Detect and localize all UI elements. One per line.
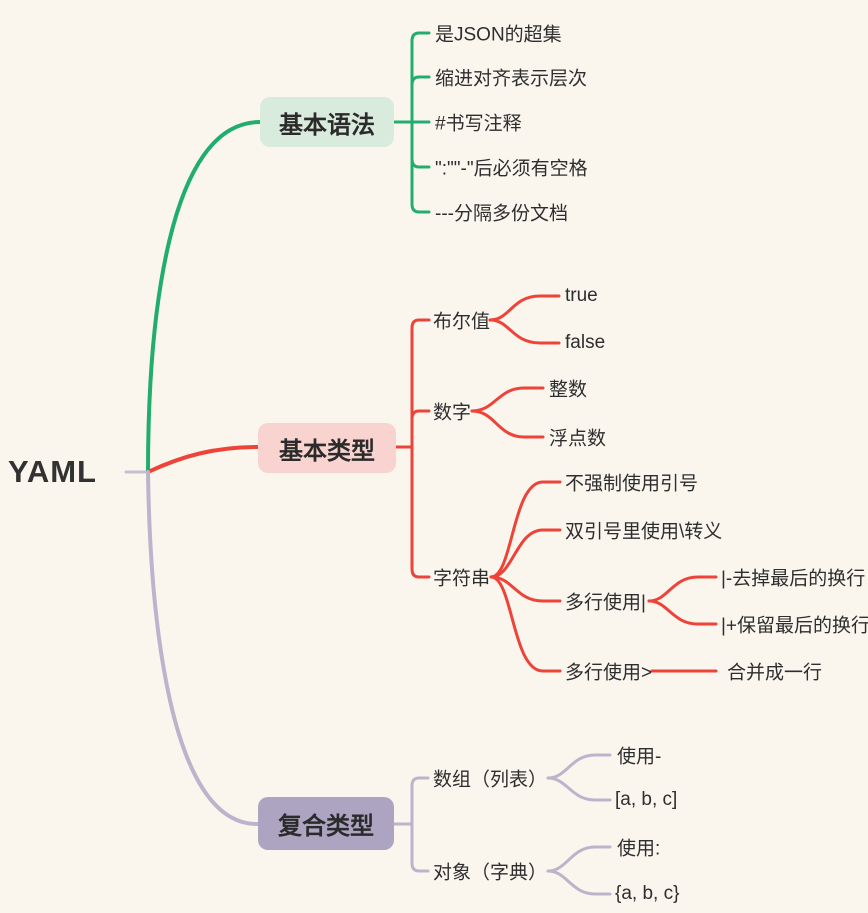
basic-syntax-connectors xyxy=(146,31,431,474)
topic-comments[interactable]: #书写注释 xyxy=(435,113,522,135)
topic-object-literal[interactable]: {a, b, c} xyxy=(615,883,680,904)
topic-space-required[interactable]: ":""-"后必须有空格 xyxy=(435,158,588,180)
branch-node-basic-types[interactable]: 基本类型 xyxy=(258,423,396,473)
topic-integer[interactable]: 整数 xyxy=(549,379,588,401)
topic-indent-hierarchy[interactable]: 缩进对齐表示层次 xyxy=(435,68,588,90)
topic-json-superset[interactable]: 是JSON的超集 xyxy=(435,24,562,46)
topic-number[interactable]: 数字 xyxy=(433,402,472,424)
topic-array[interactable]: 数组（列表） xyxy=(433,769,548,791)
topic-float[interactable]: 浮点数 xyxy=(549,428,607,450)
branch-node-basic-syntax[interactable]: 基本语法 xyxy=(260,97,394,147)
topic-object[interactable]: 对象（字典） xyxy=(433,862,548,884)
root-node-yaml[interactable]: YAML xyxy=(8,454,97,489)
topic-array-literal[interactable]: [a, b, c] xyxy=(615,789,678,810)
topic-string[interactable]: 字符串 xyxy=(433,568,491,590)
topic-doc-separator[interactable]: ---分隔多份文档 xyxy=(435,203,568,225)
topic-true[interactable]: true xyxy=(565,285,598,306)
basic-types-connectors xyxy=(146,294,718,673)
topic-fold-line[interactable]: 合并成一行 xyxy=(727,662,823,684)
topic-boolean[interactable]: 布尔值 xyxy=(433,311,491,333)
composite-types-connectors xyxy=(146,470,612,896)
topic-keep-newline[interactable]: |+保留最后的换行 xyxy=(721,615,868,637)
branch-node-composite-types[interactable]: 复合类型 xyxy=(258,797,394,850)
topic-use-dash[interactable]: 使用- xyxy=(617,746,662,768)
topic-false[interactable]: false xyxy=(565,332,606,353)
topic-strip-newline[interactable]: |-去掉最后的换行 xyxy=(721,568,866,590)
topic-no-quotes[interactable]: 不强制使用引号 xyxy=(565,473,699,495)
topic-use-colon[interactable]: 使用: xyxy=(617,838,661,860)
topic-multiline-gt[interactable]: 多行使用> xyxy=(565,662,653,684)
topic-multiline-pipe[interactable]: 多行使用| xyxy=(565,592,646,614)
topic-escape[interactable]: 双引号里使用\转义 xyxy=(565,521,723,543)
